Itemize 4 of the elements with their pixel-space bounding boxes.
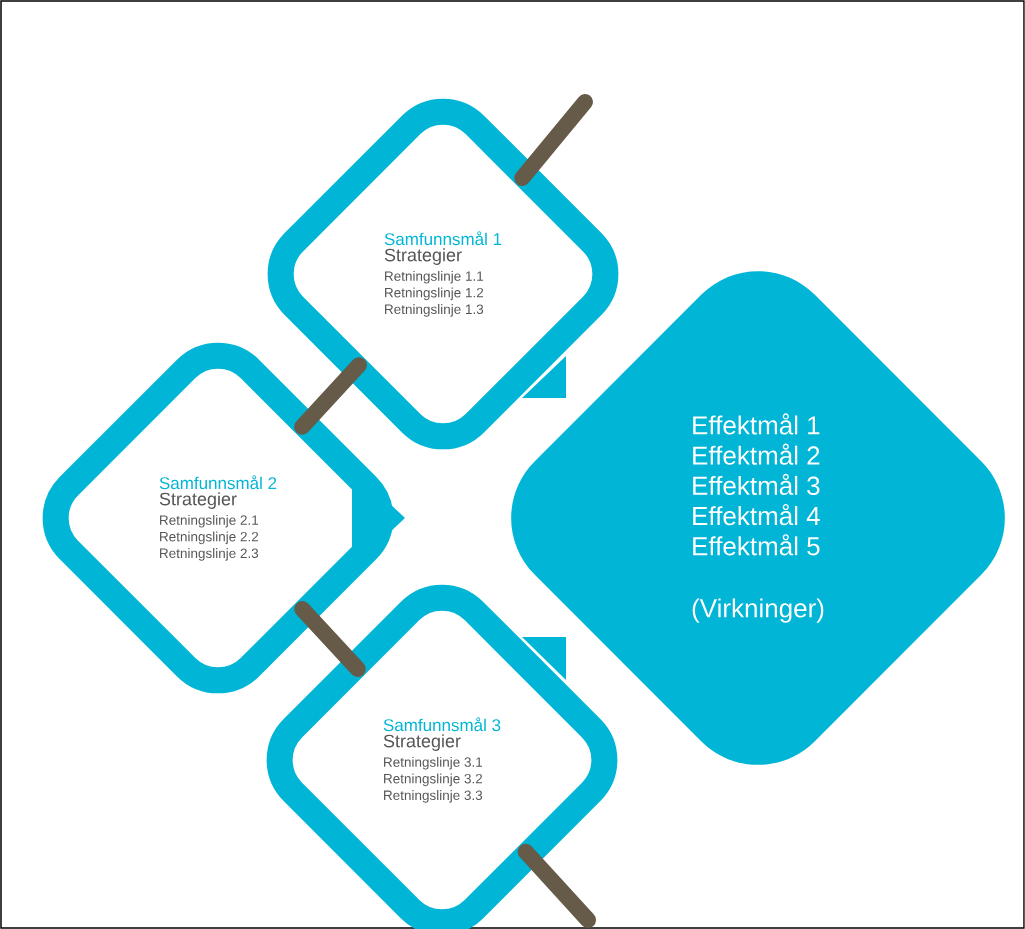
connector-line [294,601,366,677]
connector-line [294,357,367,435]
connector-line [517,843,596,928]
connector-line [514,94,593,186]
